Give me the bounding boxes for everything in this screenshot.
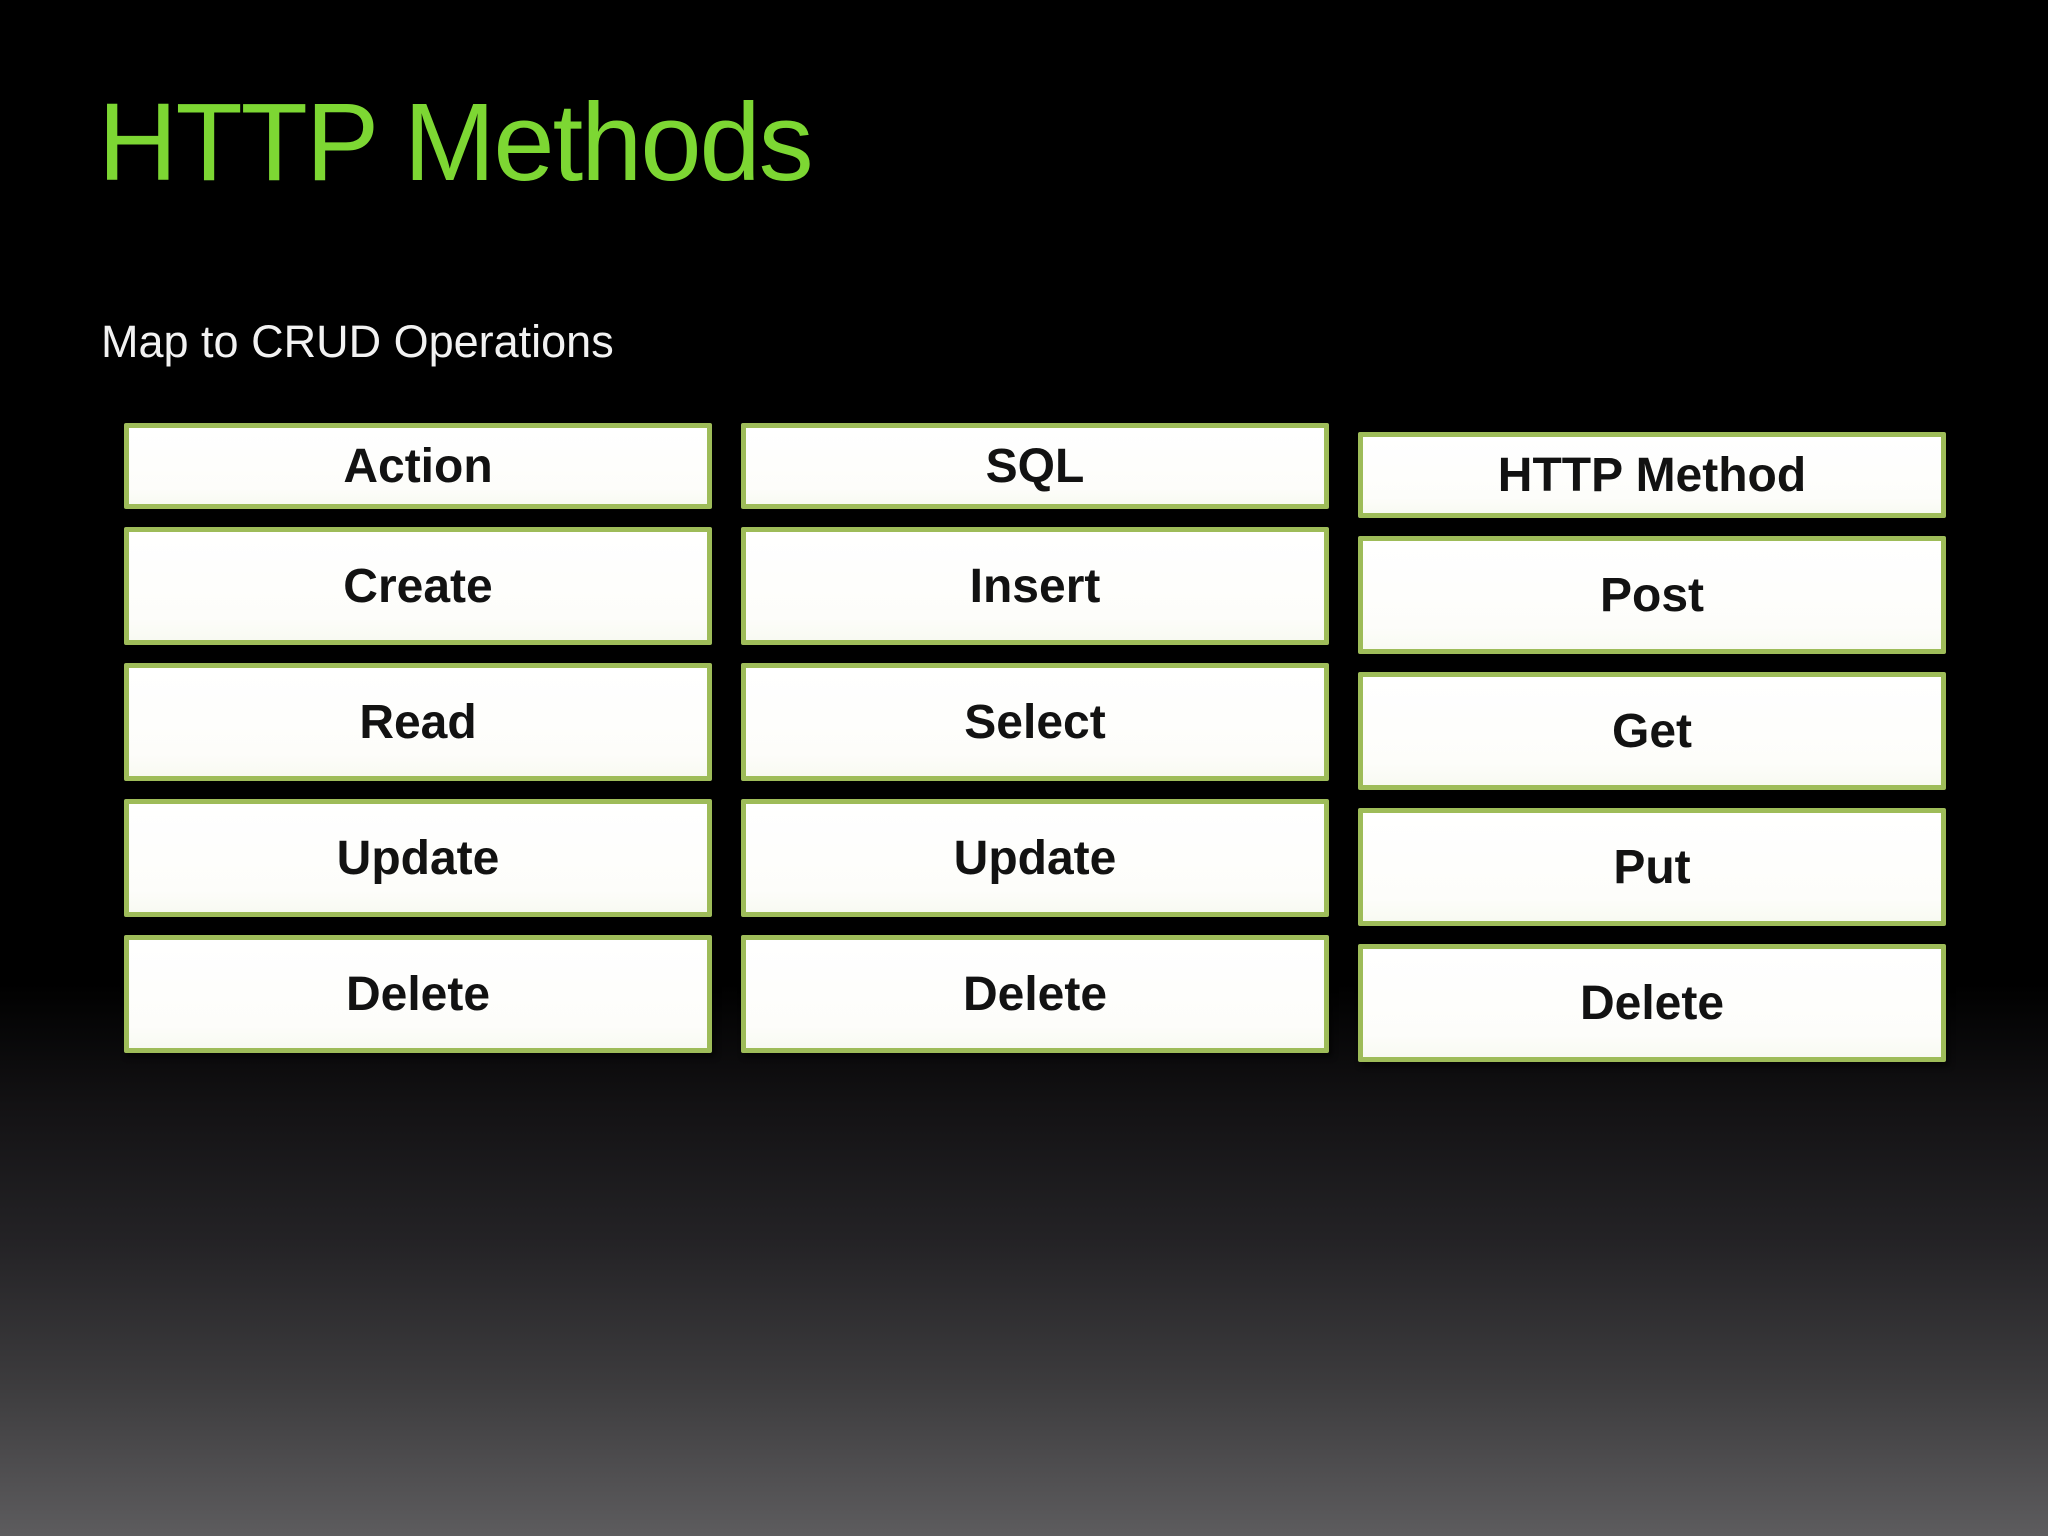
slide-subtitle: Map to CRUD Operations	[101, 316, 614, 367]
cell-http-post: Post	[1358, 536, 1946, 654]
cell-action-read: Read	[124, 663, 712, 781]
crud-mapping-table: Action SQL HTTP Method Create Insert Pos…	[124, 423, 1946, 1062]
header-cell-http-method: HTTP Method	[1358, 432, 1946, 518]
cell-sql-update: Update	[741, 799, 1329, 917]
cell-sql-select: Select	[741, 663, 1329, 781]
cell-action-create: Create	[124, 527, 712, 645]
cell-action-delete: Delete	[124, 935, 712, 1053]
cell-http-put: Put	[1358, 808, 1946, 926]
cell-sql-insert: Insert	[741, 527, 1329, 645]
header-cell-sql: SQL	[741, 423, 1329, 509]
cell-action-update: Update	[124, 799, 712, 917]
slide-title: HTTP Methods	[98, 81, 814, 204]
cell-sql-delete: Delete	[741, 935, 1329, 1053]
cell-http-delete: Delete	[1358, 944, 1946, 1062]
cell-http-get: Get	[1358, 672, 1946, 790]
header-cell-action: Action	[124, 423, 712, 509]
